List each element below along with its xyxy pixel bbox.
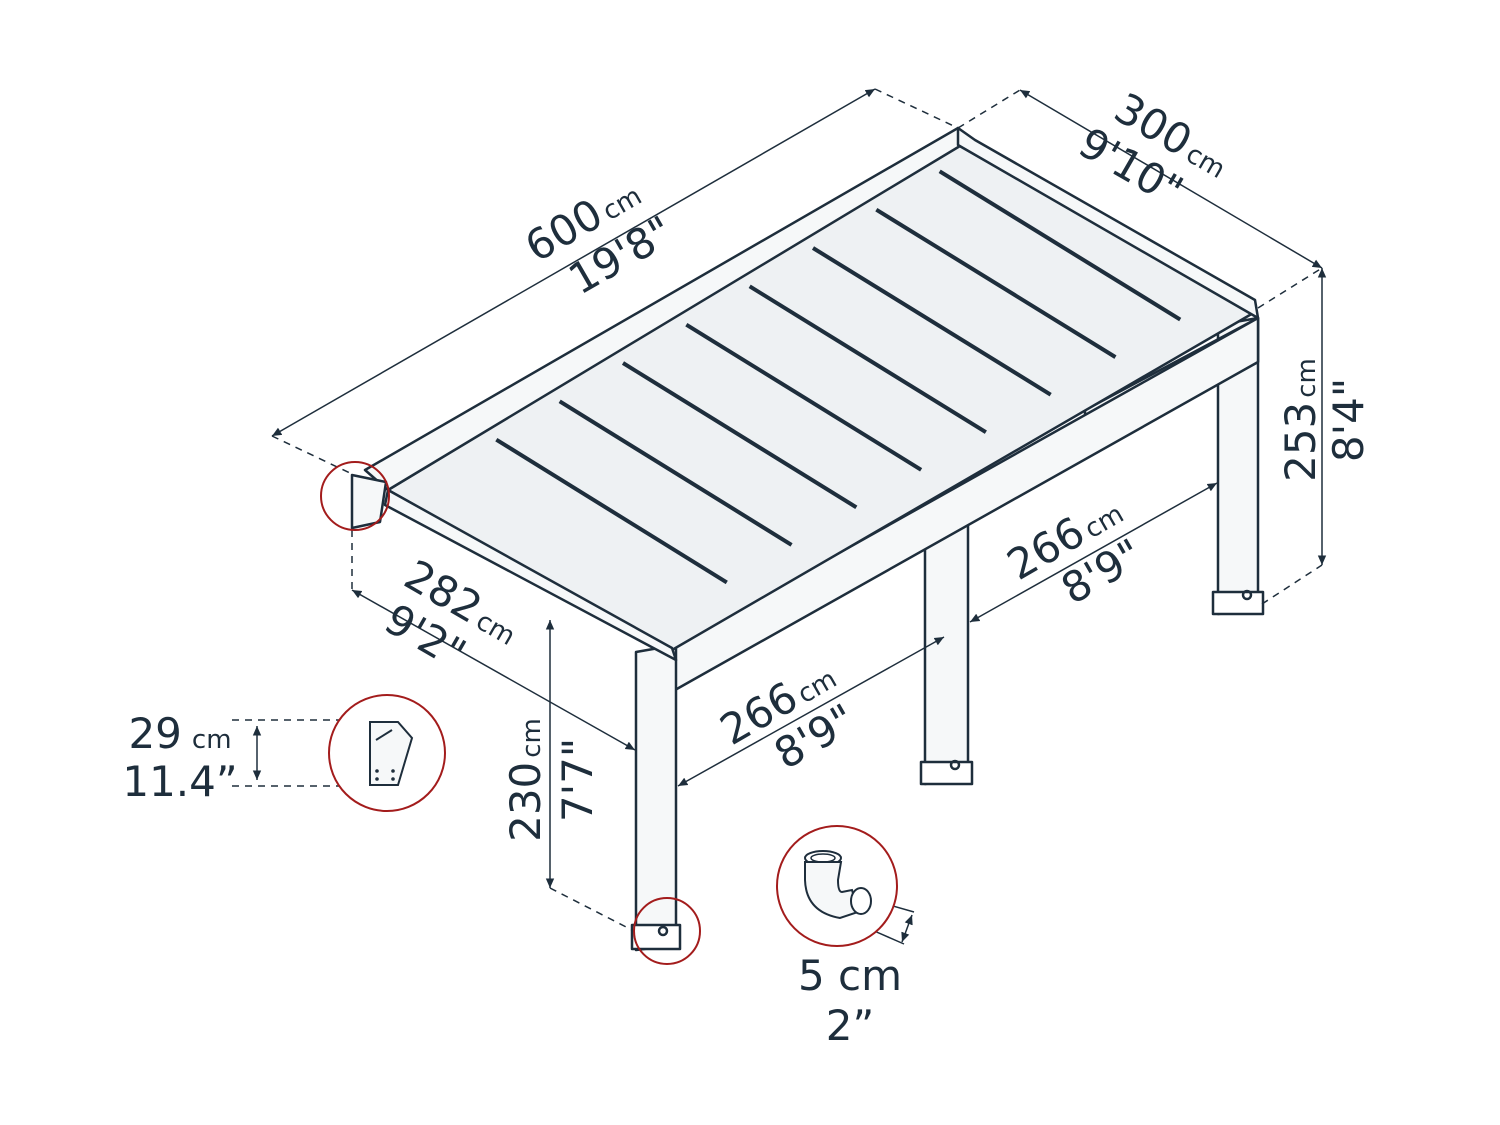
- drain-elbow-body: [804, 861, 860, 920]
- height-max-metric-label: 253cm: [1276, 358, 1325, 482]
- roof-rafter: [495, 437, 728, 585]
- gutter-cap-detail-hole: [375, 769, 379, 773]
- height-min-imperial-label: 7'7": [553, 738, 602, 822]
- depth-ext-right: [1257, 267, 1323, 309]
- height-max-imperial-label: 8'4": [1324, 378, 1373, 462]
- back-middle-post-bolt: [949, 759, 961, 771]
- length-ext-right: [874, 88, 959, 129]
- height-min-metric-label: 230cm: [501, 718, 550, 842]
- gutter-cap-detail-slot: [375, 729, 393, 741]
- drain-elbow-outlet: [850, 887, 872, 915]
- post-depth-dim-line: [351, 589, 636, 751]
- height-min-ext-bottom: [549, 887, 633, 931]
- drain-dim-line: [901, 914, 913, 943]
- gutter-height-imperial-label: 11.4”: [122, 757, 237, 806]
- roof-rafter: [875, 207, 1117, 359]
- gutter-cap-detail-hole: [391, 769, 395, 773]
- span-front-dim-line: [677, 636, 945, 787]
- drain-imperial-label: 2”: [826, 1001, 874, 1050]
- span-rear-dim-line: [969, 482, 1218, 623]
- drain-elbow-detail: [776, 825, 898, 947]
- gutter-cap-detail-hole: [391, 777, 395, 781]
- depth-dim-line: [1019, 89, 1323, 269]
- dimension-lines: [232, 88, 1327, 945]
- depth-ext-left: [957, 89, 1021, 129]
- height-max-ext-bottom: [1261, 564, 1323, 605]
- back-right-post-base: [1211, 590, 1265, 616]
- gutter-end-cap: [350, 473, 388, 530]
- length-ext-left: [271, 435, 353, 475]
- gutter-cap-locator-circle: [320, 461, 390, 531]
- gutter-cap-detail-hole: [375, 777, 379, 781]
- front-left-post-bolt: [657, 925, 669, 937]
- front-left-post-base: [630, 923, 682, 951]
- front-left-post: [634, 643, 678, 952]
- gutter-cap-detail: [328, 694, 446, 812]
- post-base-locator-circle: [633, 897, 701, 965]
- length-dim-line: [271, 88, 876, 437]
- drain-ext-bottom: [871, 929, 905, 945]
- back-right-post-bolt: [1241, 589, 1253, 601]
- back-middle-post: [923, 506, 970, 786]
- drain-metric-label: 5 cm: [798, 951, 902, 1000]
- dimension-labels: 600cm 19'8" 300cm 9'10" 253cm 8'4" 282cm…: [122, 83, 1373, 1050]
- back-middle-post-base: [919, 760, 974, 786]
